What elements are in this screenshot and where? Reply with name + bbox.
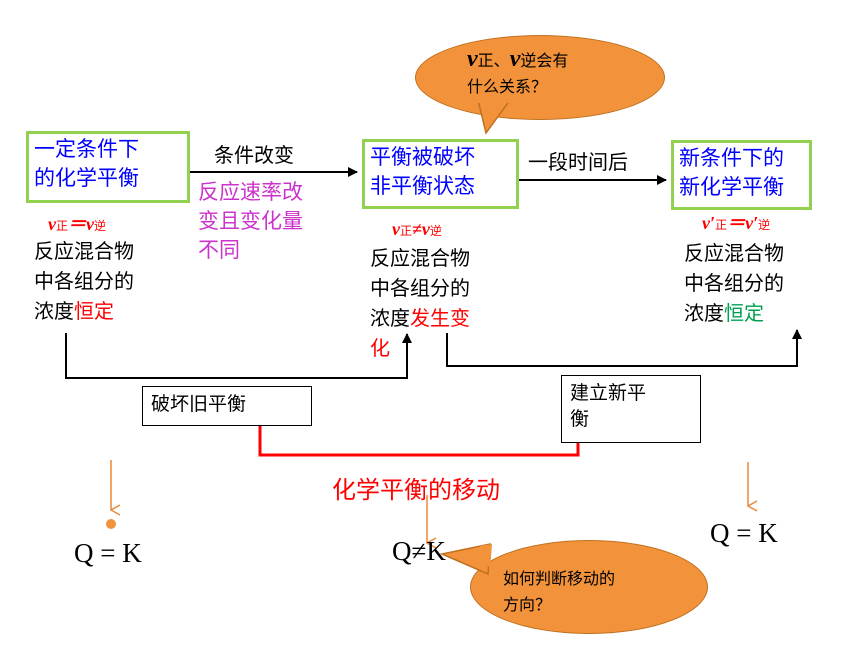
label-after-time: 一段时间后 (528, 150, 628, 174)
diagram-title: 化学平衡的移动 (332, 476, 500, 504)
box-break-old-equilibrium: 破坏旧平衡 (142, 386, 312, 426)
question-bubble-direction (470, 540, 708, 634)
box-broken-equilibrium: 平衡被破坏 非平衡状态 (362, 139, 519, 209)
orange-dot (106, 519, 116, 529)
red-shift-connector (258, 425, 580, 457)
connector-break-old (65, 333, 412, 379)
formula-middle: Q≠K (392, 536, 446, 566)
box-new-equilibrium: 新条件下的 新化学平衡 (671, 140, 812, 210)
question-rate-text: v正、v逆会有 什么关系？ (467, 46, 569, 96)
bubble-tail-top (476, 100, 512, 135)
box-original-equilibrium: 一定条件下 的化学平衡 (26, 131, 190, 203)
rate-equal-original: v正＝v逆 (48, 214, 107, 234)
formula-right: Q = K (710, 518, 778, 548)
bubble-tail-bottom (440, 543, 492, 576)
concentration-new: 反应混合物 中各组分的 浓度恒定 (684, 241, 784, 325)
rate-equal-new: v′正＝v′逆 (702, 213, 771, 233)
label-rate-change: 反应速率改 变且变化量 不同 (198, 180, 303, 262)
concentration-original: 反应混合物 中各组分的 浓度恒定 (34, 239, 134, 323)
formula-left: Q = K (74, 538, 142, 568)
question-bubble-rate (415, 35, 665, 120)
label-condition-change: 条件改变 (214, 143, 294, 167)
concentration-broken: 反应混合物 中各组分的 浓度发生变 化 (370, 246, 470, 360)
question-direction-text: 如何判断移动的 方向？ (503, 569, 616, 614)
box-build-new-equilibrium: 建立新平 衡 (561, 375, 701, 443)
rate-not-equal: v正≠v逆 (392, 219, 442, 239)
